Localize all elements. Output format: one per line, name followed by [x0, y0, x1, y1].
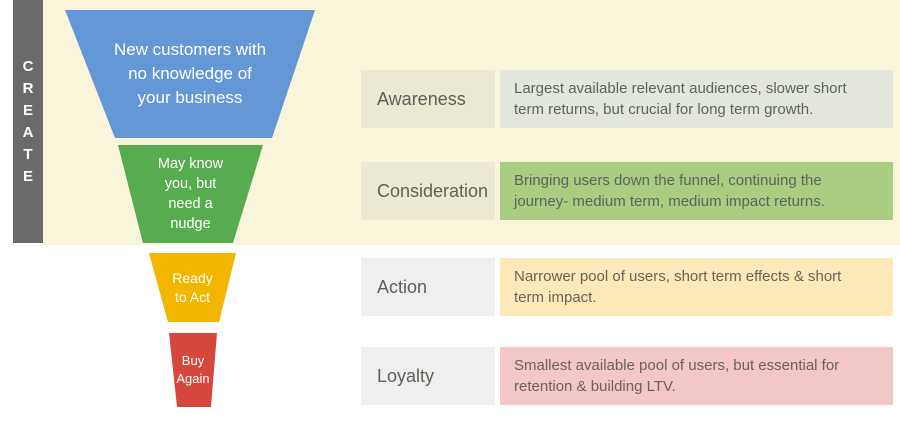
funnel-stage-text-line: Again — [176, 371, 210, 386]
row-action: Action Narrower pool of users, short ter… — [361, 258, 893, 316]
row-description-line: journey- medium term, medium impact retu… — [514, 193, 825, 210]
row-description-line: Largest available relevant audiences, sl… — [514, 80, 847, 97]
create-vertical-bar: C R E A T E — [13, 0, 43, 243]
funnel-stage-text-line: May know — [157, 156, 224, 172]
row-description-line: Smallest available pool of users, but es… — [514, 357, 840, 374]
row-label-loyalty: Loyalty — [361, 347, 495, 405]
funnel-stage-text-line: to Act — [174, 288, 211, 305]
funnel-stage-text-line: Buy — [181, 353, 205, 368]
row-description-action: Narrower pool of users, short term effec… — [500, 258, 893, 316]
create-letter: A — [22, 123, 34, 141]
row-description-line: term returns, but crucial for long term … — [514, 101, 814, 118]
row-awareness: Awareness Largest available relevant aud… — [361, 70, 893, 128]
funnel-stage-text-line: need a — [168, 196, 213, 212]
row-description-awareness: Largest available relevant audiences, sl… — [500, 70, 893, 128]
create-letter: T — [23, 145, 33, 163]
create-letter: C — [22, 57, 34, 75]
funnel-stage-text-line: nudge — [170, 216, 211, 232]
row-label-awareness: Awareness — [361, 70, 495, 128]
row-description-line: retention & building LTV. — [514, 378, 676, 395]
row-consideration: Consideration Bringing users down the fu… — [361, 162, 893, 220]
row-description-line: Bringing users down the funnel, continui… — [514, 172, 822, 189]
funnel-stage-text-line: your business — [137, 88, 243, 107]
row-loyalty: Loyalty Smallest available pool of users… — [361, 347, 893, 405]
create-letter: E — [22, 167, 33, 185]
funnel-stage-text-line: New customers with — [113, 40, 267, 59]
create-letter: E — [22, 101, 33, 119]
row-label-consideration: Consideration — [361, 162, 495, 220]
row-description-loyalty: Smallest available pool of users, but es… — [500, 347, 893, 405]
funnel-stage-text-line: Ready — [172, 269, 213, 286]
row-label-action: Action — [361, 258, 495, 316]
funnel-stage-action: Ready to Act — [149, 253, 236, 322]
funnel-stage-text-line: you, but — [164, 176, 217, 192]
row-description-consideration: Bringing users down the funnel, continui… — [500, 162, 893, 220]
funnel-stage-text-line: no knowledge of — [128, 64, 252, 83]
row-description-line: Narrower pool of users, short term effec… — [514, 268, 842, 285]
row-description-line: term impact. — [514, 289, 597, 306]
create-letter: R — [22, 79, 34, 97]
funnel-stage-loyalty: Buy Again — [169, 333, 217, 407]
